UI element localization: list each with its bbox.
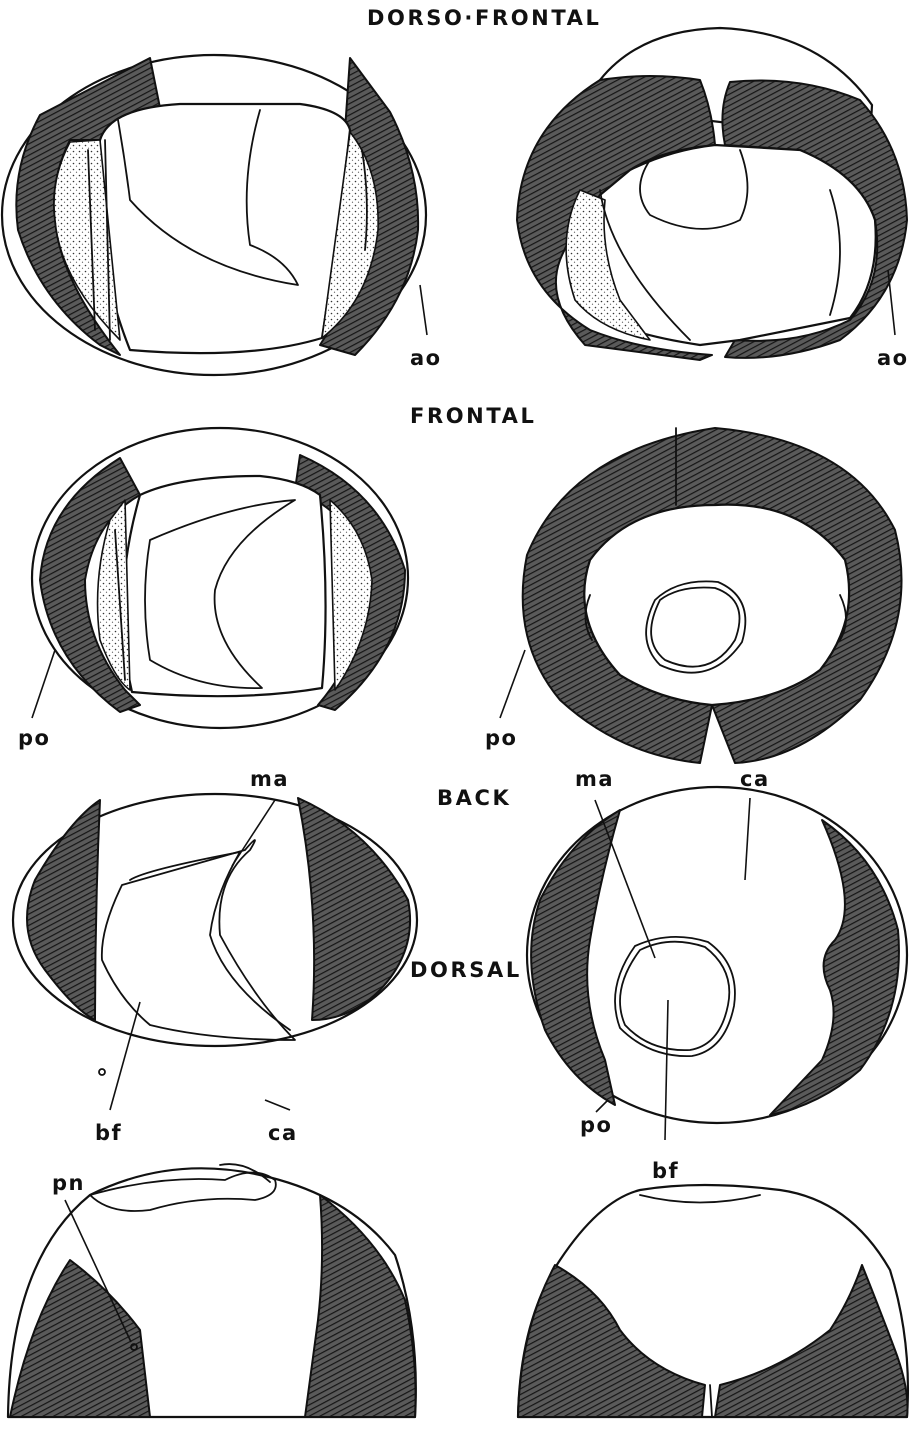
frontal-left-figure (32, 428, 408, 728)
dorsal-right-figure (518, 1185, 908, 1417)
heading-back: BACK (437, 786, 511, 810)
label-po-left: po (18, 726, 50, 750)
back-left-figure (13, 794, 417, 1075)
heading-dorso-frontal: DORSO·FRONTAL (367, 6, 601, 30)
label-bf-right: bf (652, 1159, 679, 1183)
frontal-right-figure (523, 428, 902, 763)
label-po-right: po (485, 726, 517, 750)
heading-dorsal: DORSAL (410, 958, 522, 982)
label-ca-left: ca (268, 1121, 298, 1145)
label-bf-left: bf (95, 1121, 122, 1145)
label-ca-right: ca (740, 767, 770, 791)
label-ao-left: ao (410, 346, 442, 370)
label-ma-right: ma (575, 767, 614, 791)
back-right-figure (527, 787, 907, 1123)
dorso-frontal-left-figure (2, 55, 426, 375)
label-ma-left: ma (250, 767, 289, 791)
label-po-back: po (580, 1113, 612, 1137)
label-pn: pn (52, 1171, 85, 1195)
heading-frontal: FRONTAL (410, 404, 536, 428)
dorsal-left-figure (8, 1164, 416, 1417)
dorso-frontal-right-figure (517, 28, 907, 360)
label-ao-right: ao (877, 346, 909, 370)
